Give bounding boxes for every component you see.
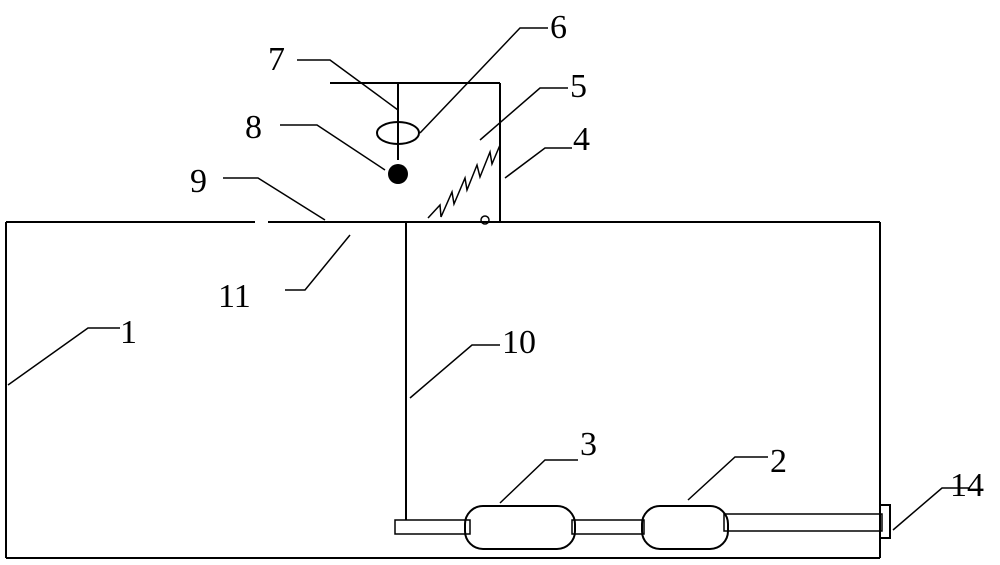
label-14: 14 (950, 467, 984, 504)
label-3: 3 (580, 426, 597, 463)
label-9: 9 (190, 163, 207, 200)
pivot-circle (480, 215, 490, 225)
cylinder-2 (641, 505, 729, 550)
end-cap-14 (879, 504, 891, 539)
label-10: 10 (502, 324, 536, 361)
tube-assembly (394, 504, 891, 550)
cylinder-3 (464, 505, 576, 550)
label-5: 5 (570, 68, 587, 105)
label-6: 6 (550, 9, 567, 46)
label-11: 11 (218, 278, 251, 315)
leader-lines (7, 27, 970, 531)
tube-right-section (723, 513, 883, 532)
float-element (376, 121, 420, 145)
upper-housing (330, 82, 501, 222)
label-1: 1 (120, 314, 137, 351)
tube-left-stub (394, 519, 471, 535)
label-8: 8 (245, 109, 262, 146)
label-7: 7 (268, 41, 285, 78)
main-box (5, 221, 881, 559)
label-4: 4 (573, 121, 590, 158)
tube-middle-section (571, 519, 645, 535)
spring (427, 144, 501, 219)
label-2: 2 (770, 443, 787, 480)
ball-element (388, 164, 408, 184)
